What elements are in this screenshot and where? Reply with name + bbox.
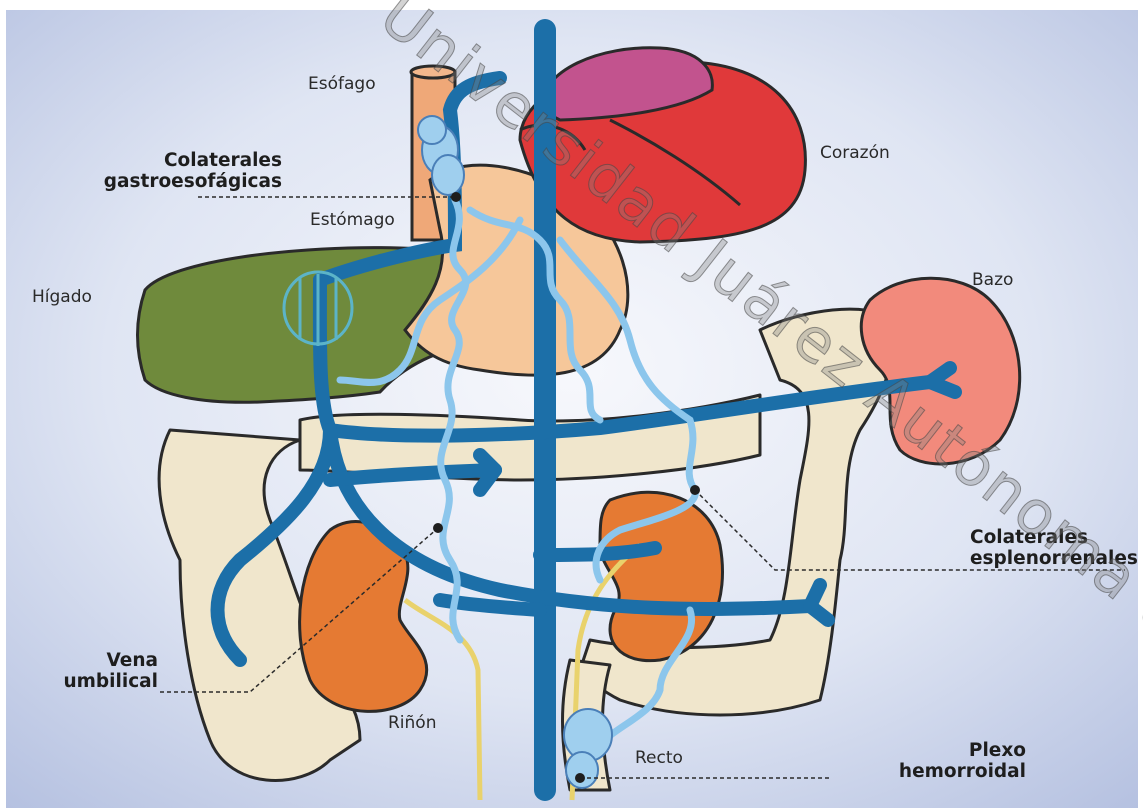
label-plexus-line2: hemorroidal <box>836 761 1026 782</box>
label-gastroesophageal-line2: gastroesofágicas <box>30 171 282 192</box>
label-stomach: Estómago <box>310 210 395 230</box>
label-plexus-line1: Plexo <box>836 740 1026 761</box>
label-rectum: Recto <box>635 748 683 768</box>
label-heart: Corazón <box>820 143 890 163</box>
label-umbilical-vein: Vena umbilical <box>30 650 158 692</box>
label-umbilical-line2: umbilical <box>30 671 158 692</box>
label-spleen: Bazo <box>972 270 1013 290</box>
label-kidney: Riñón <box>388 713 437 733</box>
label-gastroesophageal-collaterals: Colaterales gastroesofágicas <box>30 150 282 192</box>
label-esophagus: Esófago <box>308 74 376 94</box>
label-liver: Hígado <box>32 287 92 307</box>
label-gastroesophageal-line1: Colaterales <box>30 150 282 171</box>
label-umbilical-line1: Vena <box>30 650 158 671</box>
label-hemorrhoidal-plexus: Plexo hemorroidal <box>836 740 1026 782</box>
